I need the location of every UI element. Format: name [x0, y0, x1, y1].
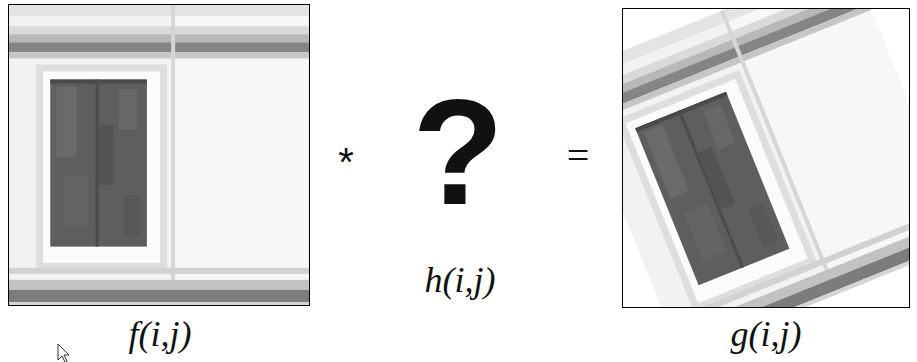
- operator-symbol: *: [338, 142, 354, 182]
- kernel-caption: h(i,j): [425, 262, 496, 298]
- image-caption: g(i,j): [731, 316, 802, 352]
- input-image: [8, 4, 310, 306]
- image-frame: [623, 9, 910, 308]
- output-image: [622, 8, 910, 308]
- mouse-cursor: [58, 344, 69, 362]
- operator-symbol: =: [567, 136, 590, 176]
- image-frame: [9, 5, 310, 306]
- unknown-mark: ?: [412, 77, 504, 227]
- image-caption: f(i,j): [129, 316, 192, 352]
